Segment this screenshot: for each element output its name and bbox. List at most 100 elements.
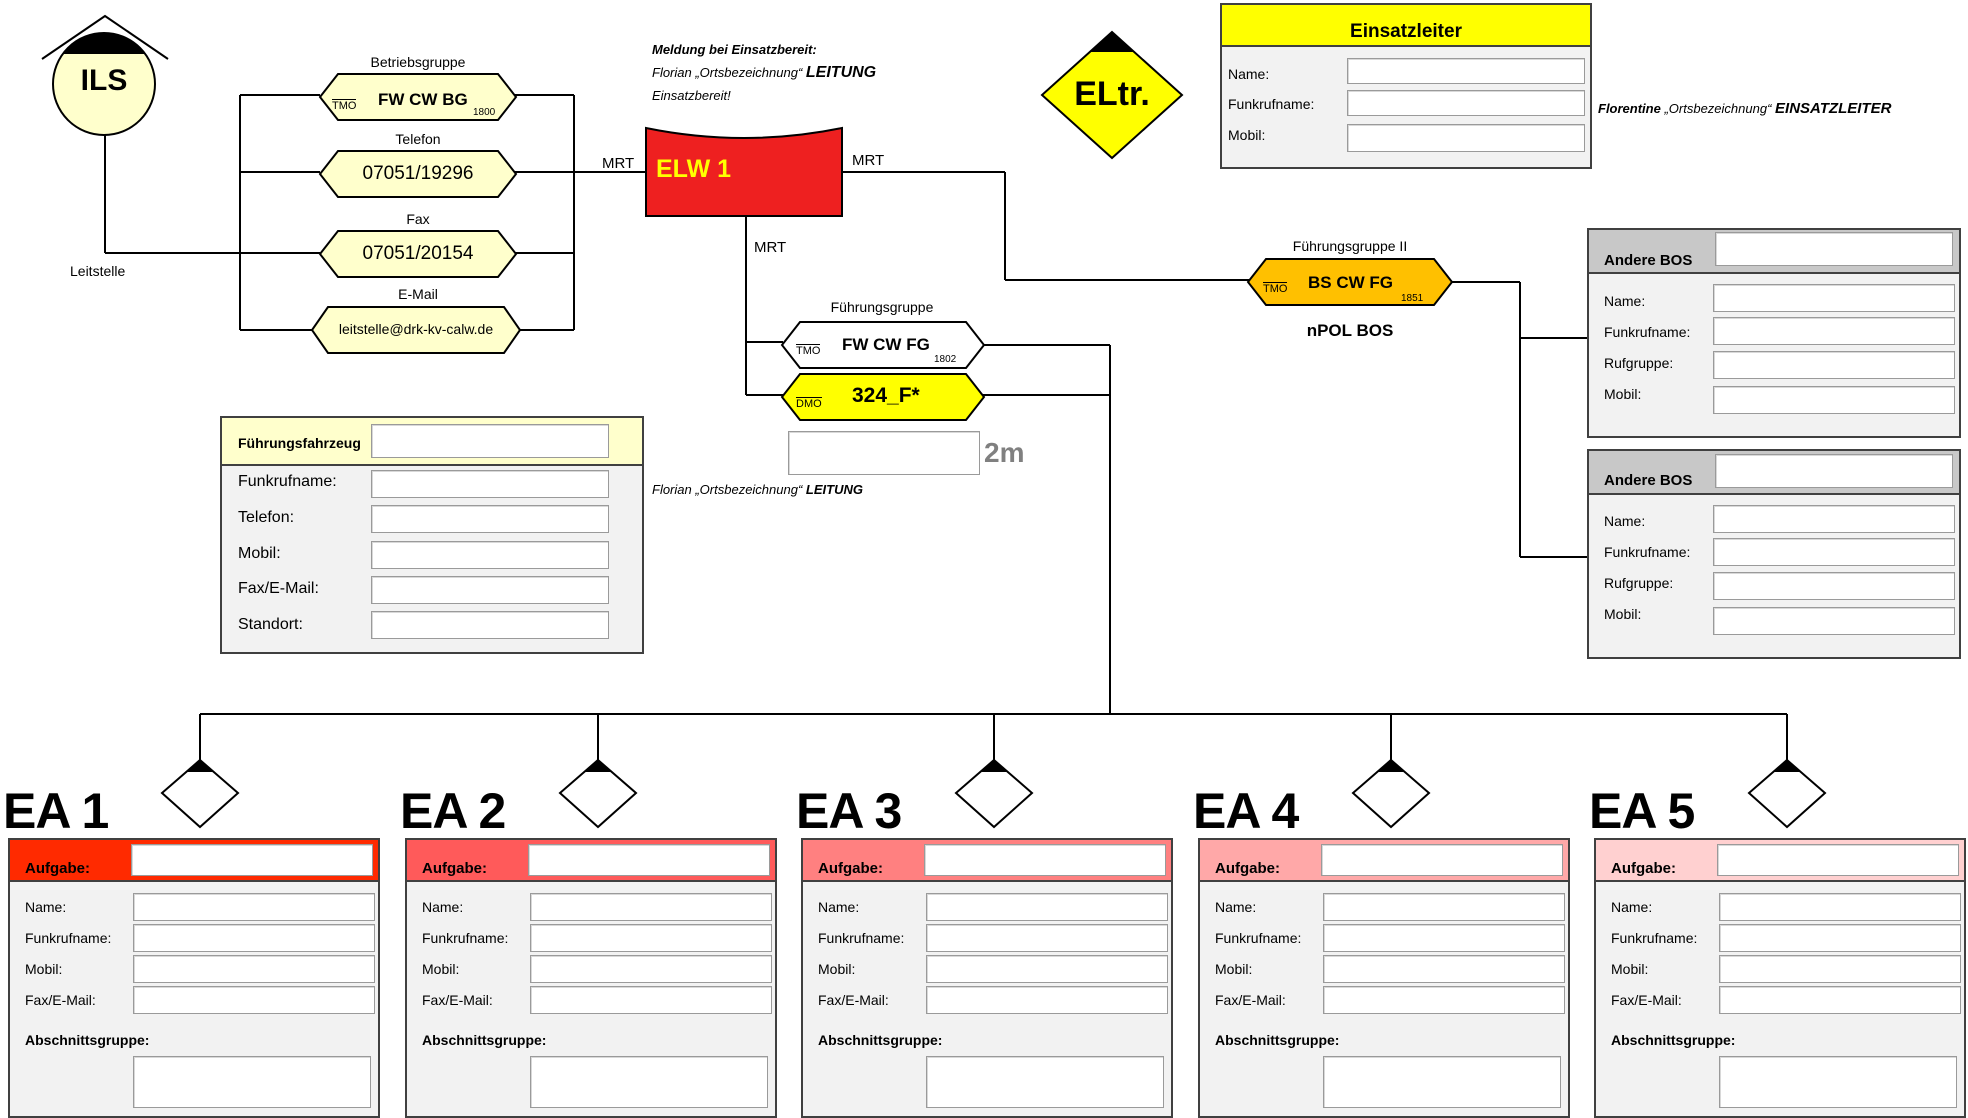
ea-aufgabe-label: Aufgabe: <box>25 860 90 877</box>
ea-aufgabe-label: Aufgabe: <box>1611 860 1676 877</box>
andere-bos-2-label-name: Name: <box>1604 513 1646 529</box>
einsatzleiter-header <box>1222 5 1590 47</box>
fuehrungsfahrzeug-standort-field[interactable] <box>371 611 609 639</box>
ea-abschnittsgruppe-field[interactable] <box>1323 1056 1561 1108</box>
ea-funkrufname-field[interactable] <box>926 924 1168 952</box>
fuehrungsfahrzeug-funkrufname-field[interactable] <box>371 470 609 498</box>
ea-name-field[interactable] <box>1323 893 1565 921</box>
ea-aufgabe-field[interactable] <box>1717 844 1959 876</box>
ils-label: ILS <box>80 64 128 97</box>
andere-bos-1-label-funkrufname: Funkrufname: <box>1604 324 1691 340</box>
andere-bos-1-rufgruppe-field[interactable] <box>1713 351 1955 379</box>
ea-mobil-field[interactable] <box>530 955 772 983</box>
ea-abschnittsgruppe-field[interactable] <box>133 1056 371 1108</box>
ea-label-mobil: Mobil: <box>1611 961 1649 977</box>
ea-abschnittsgruppe-field[interactable] <box>1719 1056 1957 1108</box>
ea-fax-field[interactable] <box>926 986 1168 1014</box>
ea-name-field[interactable] <box>530 893 772 921</box>
ea-funkrufname-field[interactable] <box>133 924 375 952</box>
andere-bos-1-label-name: Name: <box>1604 293 1646 309</box>
einsatzleiter-mobil-field[interactable] <box>1347 124 1585 152</box>
mrt-left-label: MRT <box>602 155 635 172</box>
ea-name-field[interactable] <box>926 893 1168 921</box>
dmo-tag: DMO <box>796 397 822 410</box>
einsatzleiter-callsign-prefix: Florentine <box>1598 101 1661 116</box>
ea-mobil-field[interactable] <box>133 955 375 983</box>
andere-bos-1-name-field[interactable] <box>1713 284 1955 312</box>
fg2-caption: nPOL BOS <box>1306 321 1394 340</box>
fg2-hex <box>1246 258 1454 306</box>
ea-fax-field[interactable] <box>530 986 772 1014</box>
ea-aufgabe-field[interactable] <box>131 844 373 876</box>
ea-funkrufname-field[interactable] <box>530 924 772 952</box>
ea-mobil-field[interactable] <box>1719 955 1961 983</box>
ea-aufgabe-field[interactable] <box>924 844 1166 876</box>
telefon-value: 07051/19296 <box>362 163 474 184</box>
meldung-line1: Florian „Ortsbezeichnung“ LEITUNG <box>652 64 876 82</box>
andere-bos-1-funkrufname-field[interactable] <box>1713 317 1955 345</box>
ea-abschnittsgruppe-field[interactable] <box>926 1056 1164 1108</box>
ea-aufgabe-label: Aufgabe: <box>818 860 883 877</box>
fuehrungsfahrzeug-label-fax: Fax/E-Mail: <box>238 580 319 597</box>
ea-name-field[interactable] <box>1719 893 1961 921</box>
einsatzleiter-callsign-mid: „Ortsbezeichnung“ <box>1660 101 1776 116</box>
dmo-field[interactable] <box>788 431 980 475</box>
fg2-number: 1851 <box>1401 293 1424 304</box>
ea-fax-field[interactable] <box>1323 986 1565 1014</box>
telefon-title: Telefon <box>395 131 441 147</box>
fuehrungsfahrzeug-mobil-field[interactable] <box>371 541 609 569</box>
ea-aufgabe-field[interactable] <box>1321 844 1563 876</box>
ea-aufgabe-field[interactable] <box>528 844 770 876</box>
betriebsgruppe-title: Betriebsgruppe <box>370 54 466 70</box>
andere-bos-2-name-field[interactable] <box>1713 505 1955 533</box>
ea-label-mobil: Mobil: <box>422 961 460 977</box>
andere-bos-2-funkrufname-field[interactable] <box>1713 538 1955 566</box>
fuehrungsfahrzeug-fax-field[interactable] <box>371 576 609 604</box>
fg2-name: BS CW FG <box>1308 273 1393 292</box>
ea-fax-field[interactable] <box>133 986 375 1014</box>
einsatzleiter-name-field[interactable] <box>1347 58 1585 84</box>
fg-number: 1802 <box>934 354 957 365</box>
fg2-title: Führungsgruppe II <box>1292 238 1408 254</box>
andere-bos-2-rufgruppe-field[interactable] <box>1713 572 1955 600</box>
ea-aufgabe-label: Aufgabe: <box>422 860 487 877</box>
ea-abschnittsgruppe-label: Abschnittsgruppe: <box>25 1032 150 1048</box>
ea-abschnittsgruppe-label: Abschnittsgruppe: <box>422 1032 547 1048</box>
dmo-callsign: Florian „Ortsbezeichnung“ LEITUNG <box>652 482 863 497</box>
dmo-hex <box>780 373 986 421</box>
ea-title: EA 5 <box>1589 783 1695 839</box>
fuehrungsfahrzeug-label-mobil: Mobil: <box>238 545 281 562</box>
andere-bos-1-header-field[interactable] <box>1715 232 1953 266</box>
einsatzleiter-title: Einsatzleiter <box>1350 21 1462 42</box>
ea-label-name: Name: <box>1215 899 1257 915</box>
einsatzleiter-callsign-bold: EINSATZLEITER <box>1775 100 1892 117</box>
fuehrungsfahrzeug-label-funkrufname: Funkrufname: <box>238 473 337 490</box>
elw-vehicle-shape <box>645 126 843 217</box>
ea-abschnittsgruppe-label: Abschnittsgruppe: <box>1215 1032 1340 1048</box>
fuehrungsfahrzeug-label-telefon: Telefon: <box>238 509 295 526</box>
ea-name-field[interactable] <box>133 893 375 921</box>
ea-abschnittsgruppe-field[interactable] <box>530 1056 768 1108</box>
einsatzleiter-funkrufname-field[interactable] <box>1347 90 1585 116</box>
ea-fax-field[interactable] <box>1719 986 1961 1014</box>
ea-mobil-field[interactable] <box>1323 955 1565 983</box>
andere-bos-2-mobil-field[interactable] <box>1713 607 1955 635</box>
eltr-label: ELtr. <box>1074 75 1150 113</box>
meldung-line2: Einsatzbereit! <box>652 88 731 103</box>
meldung-line1-bold: LEITUNG <box>805 64 877 81</box>
email-hex <box>310 306 522 354</box>
ea-label-mobil: Mobil: <box>1215 961 1253 977</box>
andere-bos-1-label-rufgruppe: Rufgruppe: <box>1604 355 1674 371</box>
ea-label-mobil: Mobil: <box>818 961 856 977</box>
ea-label-funkrufname: Funkrufname: <box>422 930 509 946</box>
ea-mobil-field[interactable] <box>926 955 1168 983</box>
ea-label-fax: Fax/E-Mail: <box>422 992 493 1008</box>
andere-bos-2-header-field[interactable] <box>1715 454 1953 488</box>
ils-house-icon <box>41 14 169 136</box>
ea-funkrufname-field[interactable] <box>1719 924 1961 952</box>
fuehrungsfahrzeug-header-field[interactable] <box>371 424 609 458</box>
andere-bos-1-mobil-field[interactable] <box>1713 386 1955 414</box>
ea-funkrufname-field[interactable] <box>1323 924 1565 952</box>
fuehrungsfahrzeug-telefon-field[interactable] <box>371 505 609 533</box>
